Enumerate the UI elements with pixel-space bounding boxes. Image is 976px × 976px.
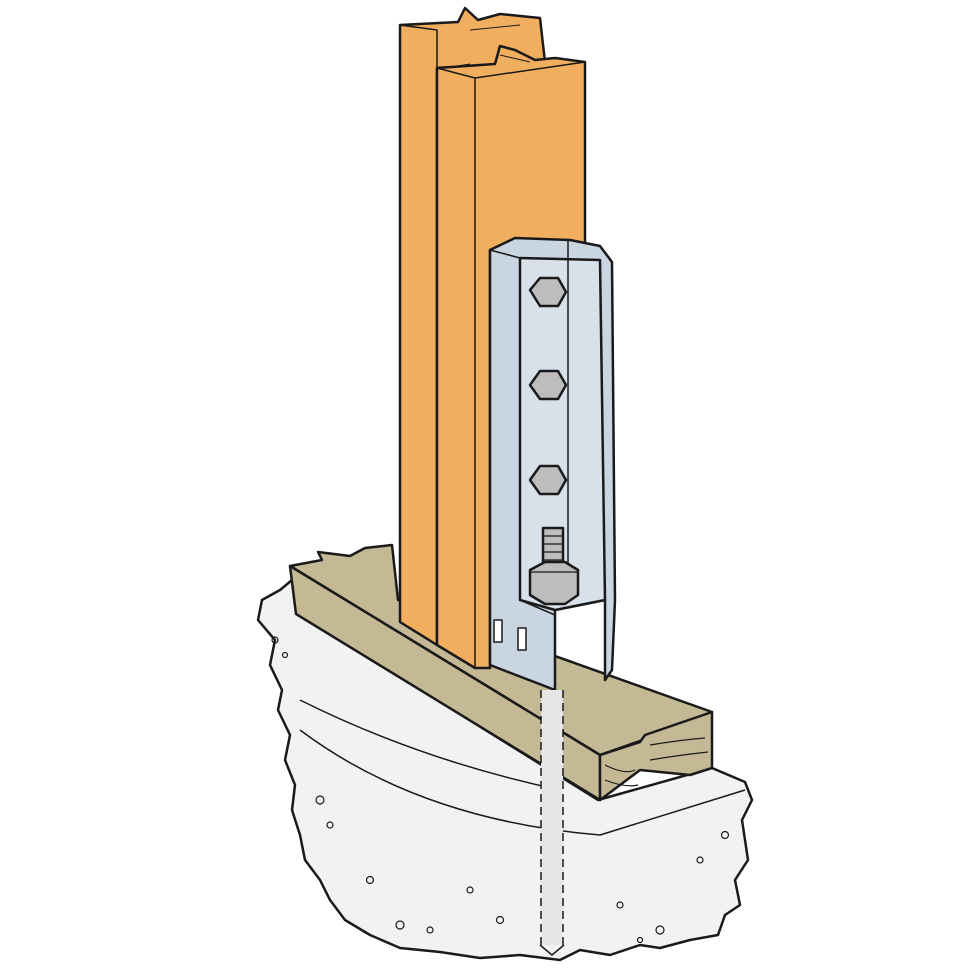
concrete-foundation (256, 578, 754, 962)
anchor-nut (528, 560, 580, 606)
sill-plate-end (598, 710, 714, 802)
bolt (528, 276, 568, 496)
anchor-rod (541, 690, 563, 945)
concrete-aggregate (271, 636, 730, 944)
